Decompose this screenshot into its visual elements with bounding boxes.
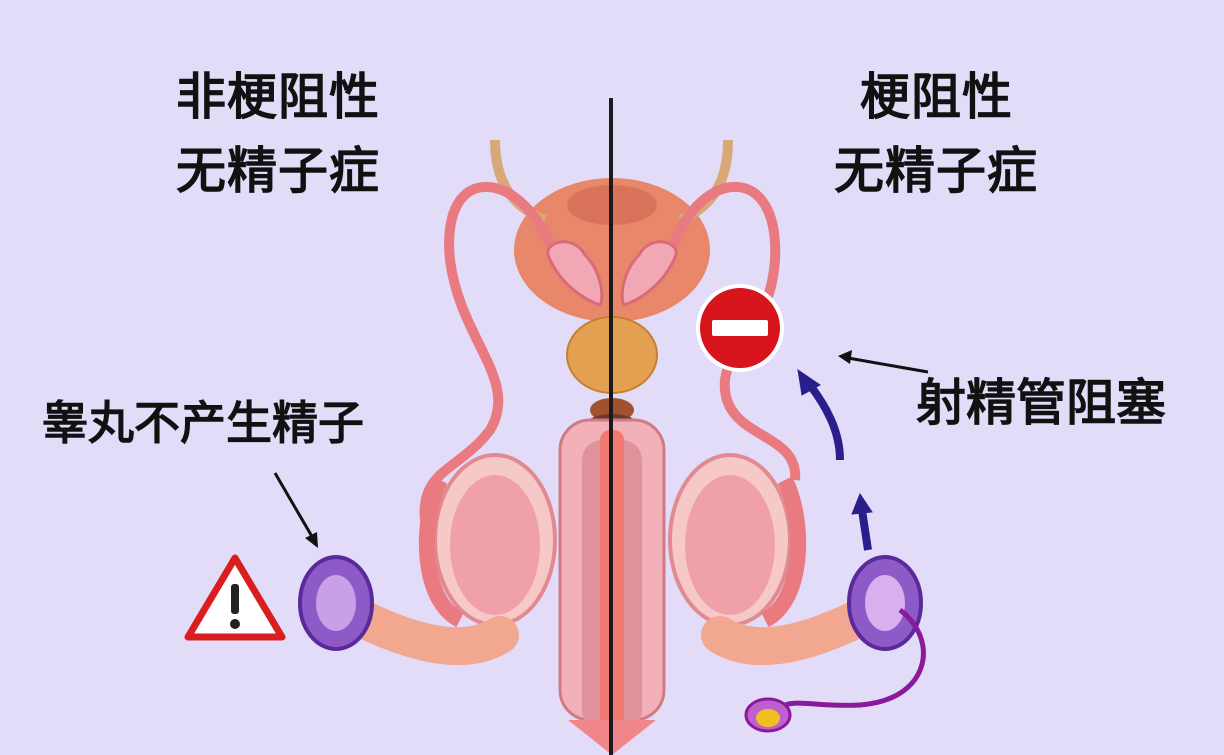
left-testis (418, 453, 557, 628)
right-caption: 射精管阻塞 (916, 374, 1166, 432)
left-vas-deferens (419, 181, 555, 521)
right-title-line1: 梗阻性 (860, 68, 1013, 126)
sperm-flow-arrows (797, 368, 873, 551)
seminal-vesicles (546, 240, 678, 307)
right-title-line2: 无精子症 (834, 142, 1038, 200)
left-pointer-arrow (273, 472, 318, 548)
warning-triangle-icon (184, 554, 286, 641)
left-caption: 睾丸不产生精子 (42, 396, 364, 450)
no-entry-icon (696, 284, 784, 372)
left-title-line1: 非梗阻性 (176, 68, 380, 126)
sperm-icon (744, 608, 926, 733)
right-testis (668, 453, 807, 628)
left-title-line2: 无精子症 (176, 142, 380, 200)
right-pointer-arrow (838, 350, 929, 374)
